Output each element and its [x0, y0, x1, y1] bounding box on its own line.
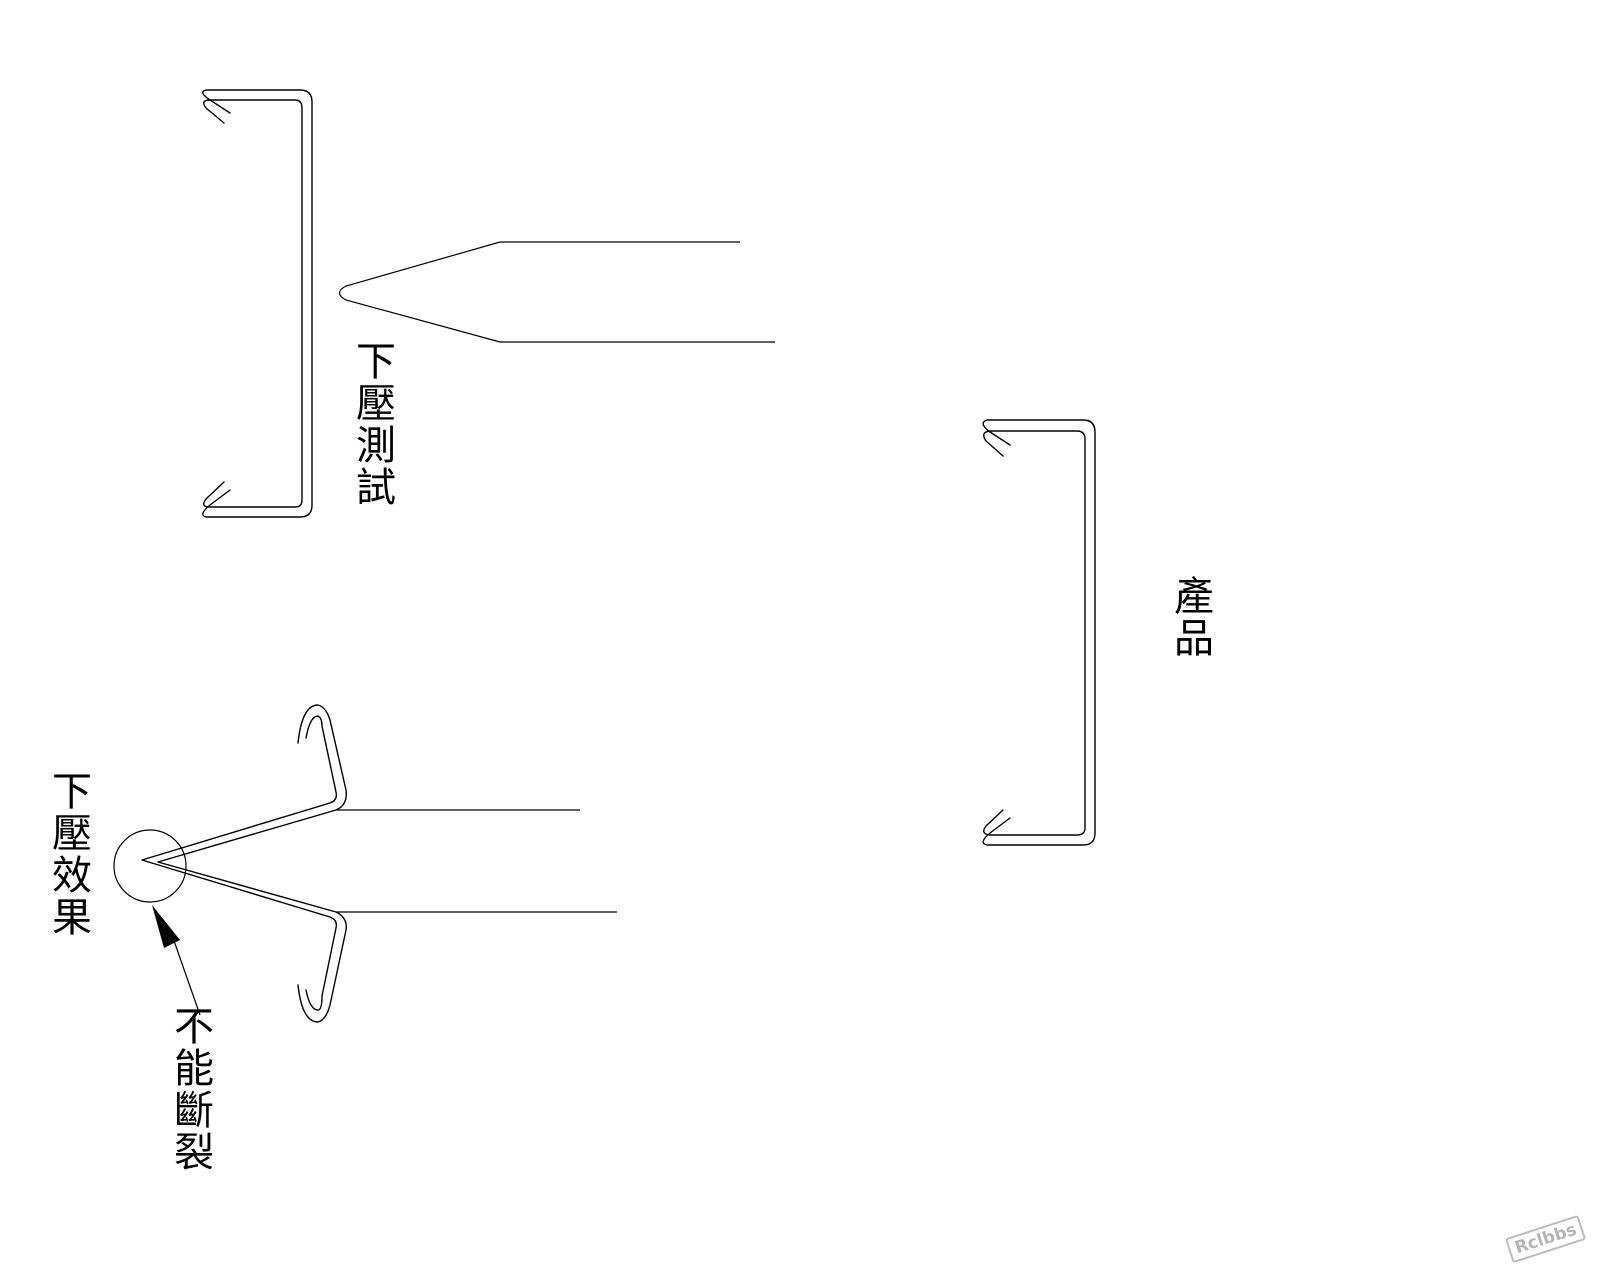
- channel-outer-top: [202, 89, 313, 518]
- fracture-zone-circle: [113, 829, 187, 903]
- deformed-outer: [157, 704, 347, 1023]
- label-product: 產品: [1167, 575, 1213, 659]
- channel-profile-top: [202, 89, 313, 518]
- deformed-profile: [113, 704, 617, 1023]
- deformed-inner: [141, 715, 338, 1011]
- label-press-effect: 下壓效果: [45, 770, 91, 938]
- leader-line: [171, 934, 201, 1016]
- arrow-head: [152, 905, 180, 948]
- press-blade: [338, 241, 775, 343]
- label-no-break: 不能斷裂: [167, 1005, 213, 1173]
- channel-outer-product: [982, 419, 1096, 846]
- channel-inner-top: [203, 99, 303, 508]
- channel-inner-product: [983, 430, 1086, 836]
- blade-outline: [338, 241, 775, 343]
- label-press-test: 下壓測試: [349, 340, 395, 508]
- channel-profile-product: [982, 419, 1096, 846]
